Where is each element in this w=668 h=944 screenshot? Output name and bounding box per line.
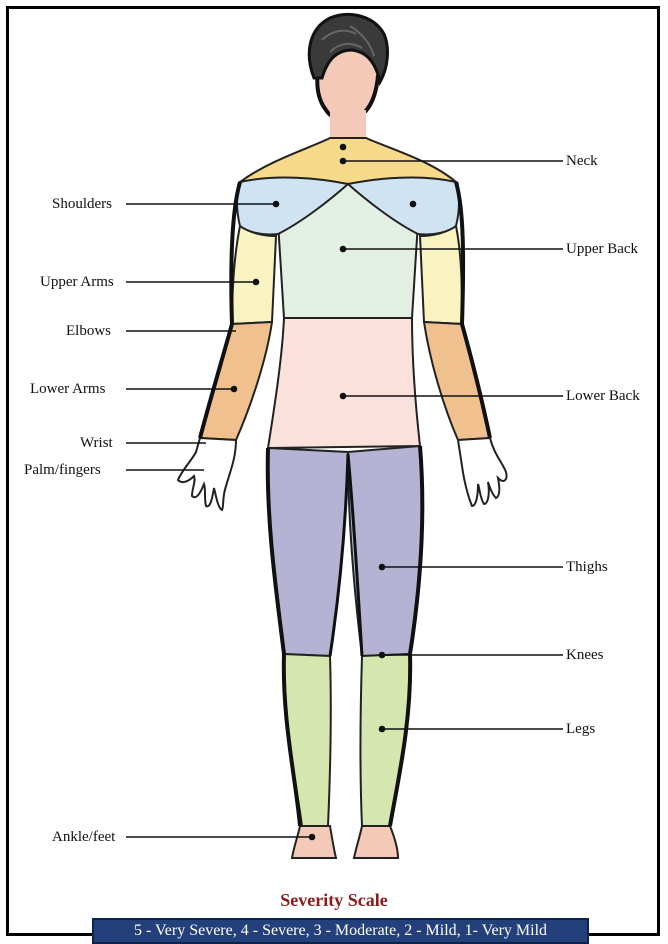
foot-right <box>354 826 398 858</box>
lower-back-region <box>268 318 420 448</box>
label-wrist: Wrist <box>80 434 113 452</box>
upper-arm-right <box>420 226 462 324</box>
label-knees: Knees <box>566 646 604 664</box>
label-upper-arms: Upper Arms <box>40 273 114 291</box>
label-lower-back: Lower Back <box>566 387 640 405</box>
label-thighs: Thighs <box>566 558 608 576</box>
lower-arm-right <box>424 322 490 440</box>
lower-arm-left <box>200 322 272 440</box>
label-shoulders: Shoulders <box>52 195 112 213</box>
hand-right <box>458 438 507 506</box>
severity-scale-title: Severity Scale <box>0 890 668 911</box>
label-elbows: Elbows <box>66 322 111 340</box>
upper-arm-left <box>232 226 276 324</box>
head <box>309 15 387 120</box>
label-legs: Legs <box>566 720 595 738</box>
label-ankle-feet: Ankle/feet <box>52 828 115 846</box>
leg-right <box>361 654 411 826</box>
hand-left <box>178 438 236 510</box>
label-upper-back: Upper Back <box>566 240 638 258</box>
label-neck: Neck <box>566 152 598 170</box>
foot-left <box>292 826 336 858</box>
label-palm-fingers: Palm/fingers <box>24 461 101 479</box>
severity-scale-bar: 5 - Very Severe, 4 - Severe, 3 - Moderat… <box>92 918 589 944</box>
label-lower-arms: Lower Arms <box>30 380 105 398</box>
